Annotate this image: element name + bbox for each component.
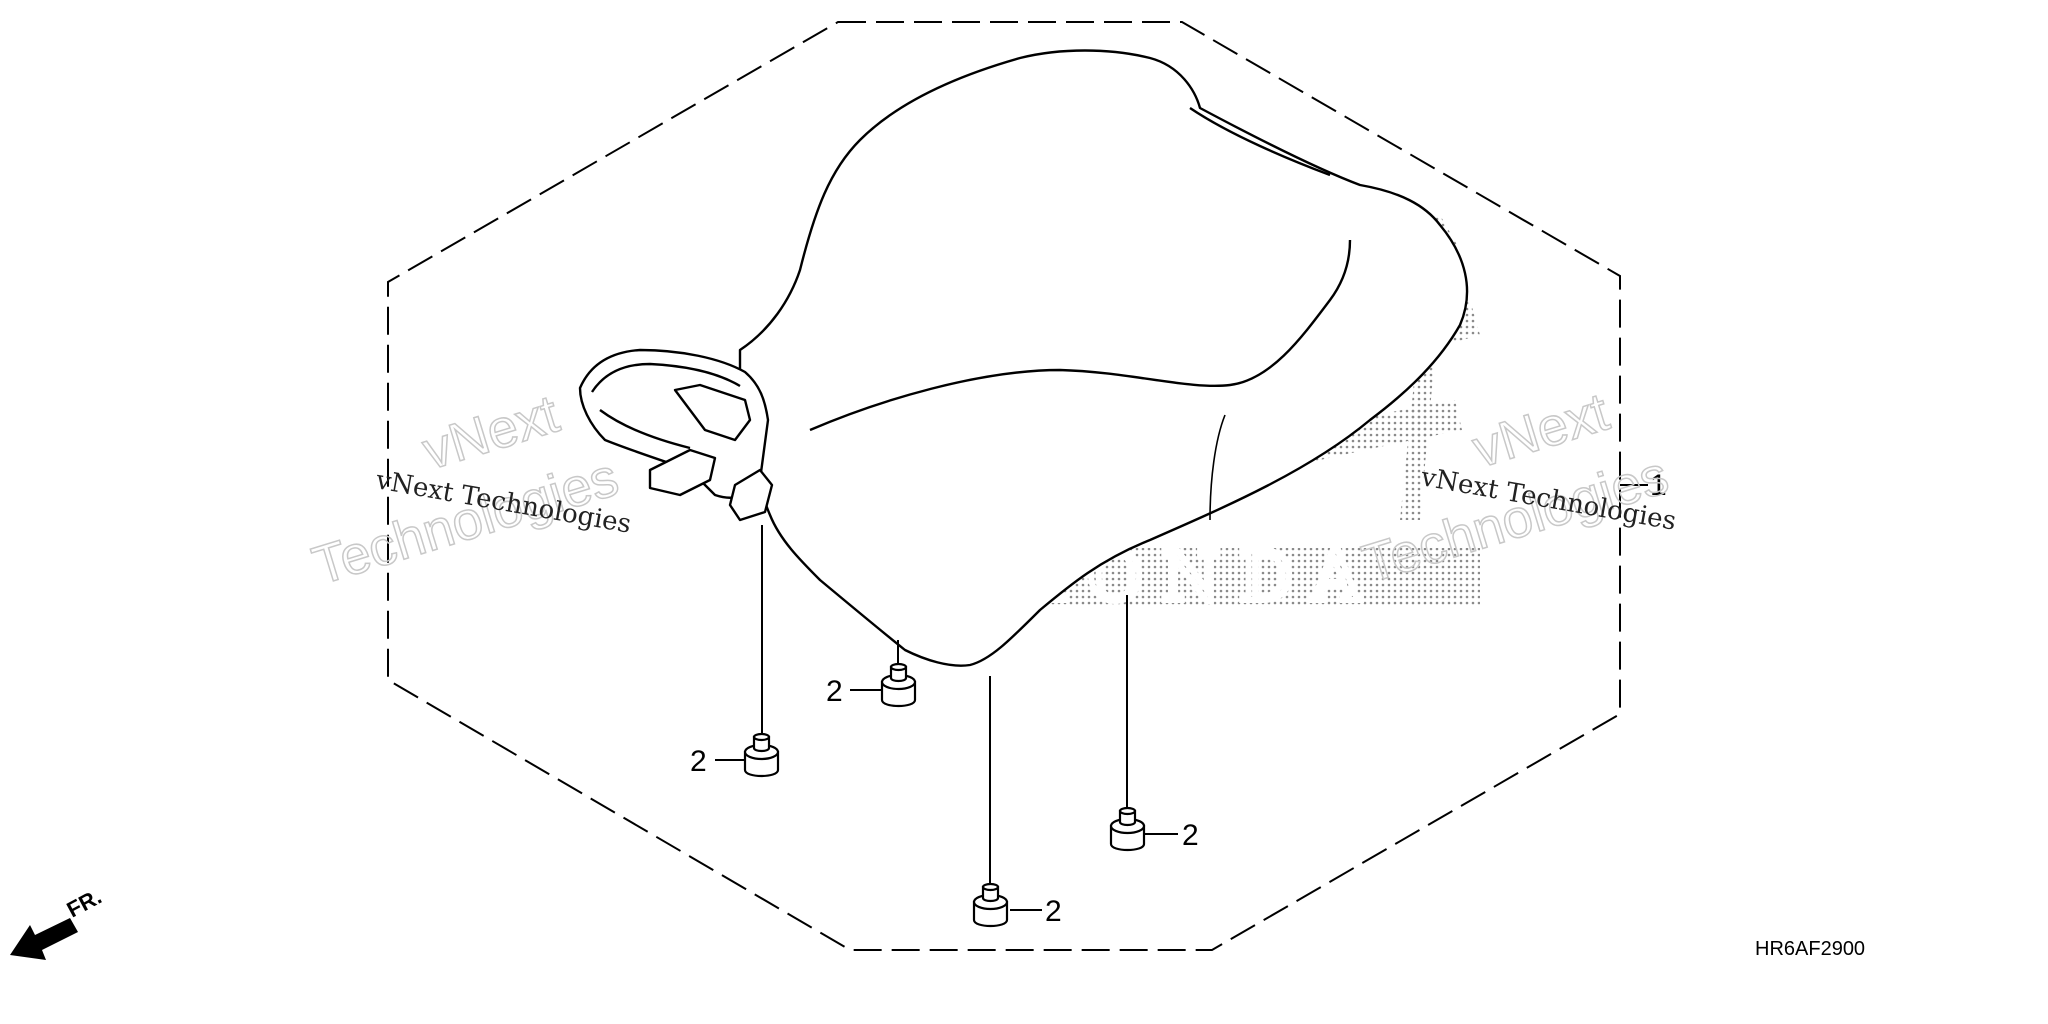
watermark-left: vNext Technologies vNext Technologies (305, 383, 633, 597)
front-direction-arrow: FR. (10, 884, 106, 960)
assembly-boundary (387, 21, 1621, 951)
svg-text:FR.: FR. (63, 884, 106, 923)
callout-1-seat: 1 (1650, 469, 1667, 502)
leader-lines (715, 484, 1648, 911)
callout-2-cushion: 2 (690, 745, 707, 778)
seat-assembly (578, 49, 1469, 667)
callout-2-cushion: 2 (826, 675, 843, 708)
rubber-cushion (743, 732, 780, 778)
rubber-cushion (972, 882, 1009, 928)
diagram-part-code: HR6AF2900 (1755, 938, 1865, 960)
rubber-cushion (1109, 806, 1146, 852)
callout-2-cushion: 2 (1045, 895, 1062, 928)
callout-2-cushion: 2 (1182, 819, 1199, 852)
honda-brand-logo: HONDA (1005, 535, 1480, 620)
rubber-cushion (880, 662, 917, 708)
